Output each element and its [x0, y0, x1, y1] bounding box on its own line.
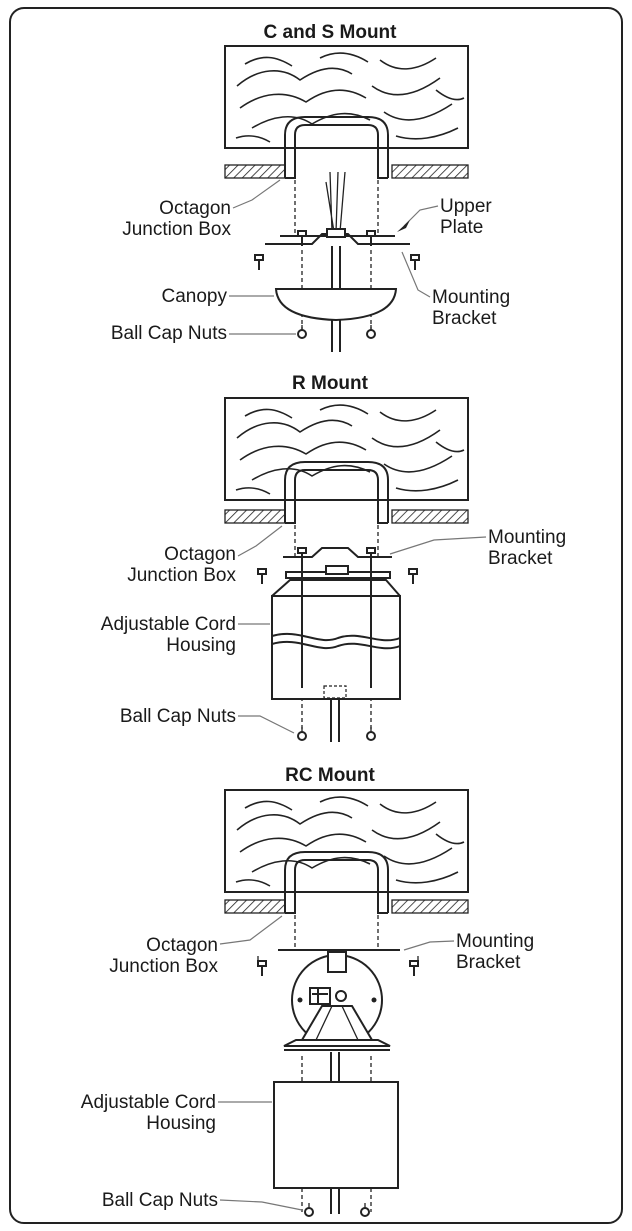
plate-label: Plate — [440, 217, 483, 238]
housing-label-line2: Housing — [166, 635, 236, 656]
housing-label-line1: Adjustable Cord — [81, 1092, 216, 1113]
mounting-label: Mounting — [488, 527, 566, 548]
ceiling-joist — [224, 789, 469, 893]
ceiling-joist — [224, 397, 469, 501]
ball-cap-nuts-label: Ball Cap Nuts — [102, 1190, 218, 1211]
stem — [330, 1052, 340, 1214]
alignment-lines — [294, 915, 379, 1212]
canopy-label: Canopy — [162, 286, 228, 307]
base-plate — [283, 1039, 391, 1047]
mounting-label: Mounting — [456, 931, 534, 952]
diagram-frame — [9, 7, 623, 1224]
housing-label-line1: Adjustable Cord — [101, 614, 236, 635]
ceiling-joist — [224, 45, 469, 149]
panel-title: R Mount — [292, 373, 369, 394]
mounting-bracket — [283, 547, 392, 558]
octagon-junction-box — [224, 461, 469, 524]
panel-title: C and S Mount — [264, 22, 398, 43]
octagon-label: Octagon — [164, 544, 236, 565]
upper-plate-label: Upper — [440, 196, 492, 217]
junction-box-label: Junction Box — [109, 956, 218, 977]
ball-cap-nuts-label: Ball Cap Nuts — [111, 323, 227, 344]
stem — [330, 699, 340, 742]
bracket-label: Bracket — [488, 548, 553, 569]
canopy — [274, 288, 398, 322]
junction-box-label: Junction Box — [122, 219, 231, 240]
alignment-lines — [294, 180, 379, 330]
mounting-label: Mounting — [432, 287, 510, 308]
alignment-lines — [294, 525, 379, 736]
junction-box-label: Junction Box — [127, 565, 236, 586]
bracket-label: Bracket — [456, 952, 521, 973]
panel-title: RC Mount — [285, 765, 375, 786]
cord-housing — [273, 1081, 399, 1189]
octagon-label: Octagon — [159, 198, 231, 219]
ball-cap-nuts-label: Ball Cap Nuts — [120, 706, 236, 727]
threaded-rods — [301, 560, 372, 688]
octagon-label: Octagon — [146, 935, 218, 956]
panel-c-and-s-mount: C and S Mount Octagon Junction Box Upper… — [111, 22, 510, 352]
panel-rc-mount: RC Mount Octagon Junction Box Mounting B… — [81, 765, 534, 1217]
supply-wires — [325, 171, 346, 233]
panel-r-mount: R Mount Octagon Junction Box Mounting Br… — [101, 373, 566, 742]
housing-label-line2: Housing — [146, 1113, 216, 1134]
bracket-label: Bracket — [432, 308, 497, 329]
